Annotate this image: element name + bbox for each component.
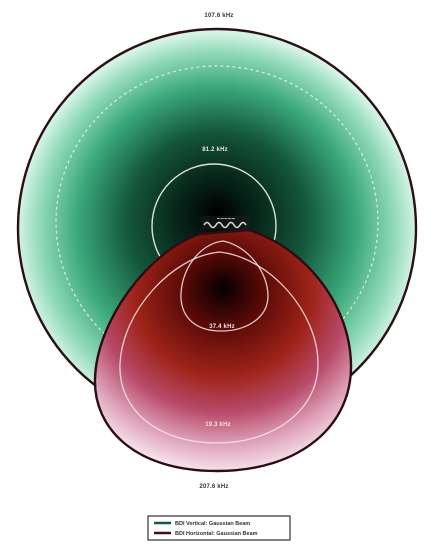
legend: BDI Vertical: Gaussian Beam BDI Horizont… <box>148 516 290 540</box>
label-outer-top: 107.6 kHz <box>204 13 233 19</box>
legend-label-0: BDI Vertical: Gaussian Beam <box>175 521 250 527</box>
label-bottom: 207.6 kHz <box>199 484 228 490</box>
source-element: ~~~~~ <box>202 216 250 229</box>
label-inner-lower: 19.3 kHz <box>205 422 231 428</box>
label-inner-upper: 37.4 kHz <box>209 324 235 330</box>
label-outer-inner-ring: 81.2 kHz <box>202 147 228 153</box>
source-label: ~~~~~ <box>217 217 236 223</box>
legend-label-1: BDI Horizontal: Gaussian Beam <box>175 531 258 537</box>
